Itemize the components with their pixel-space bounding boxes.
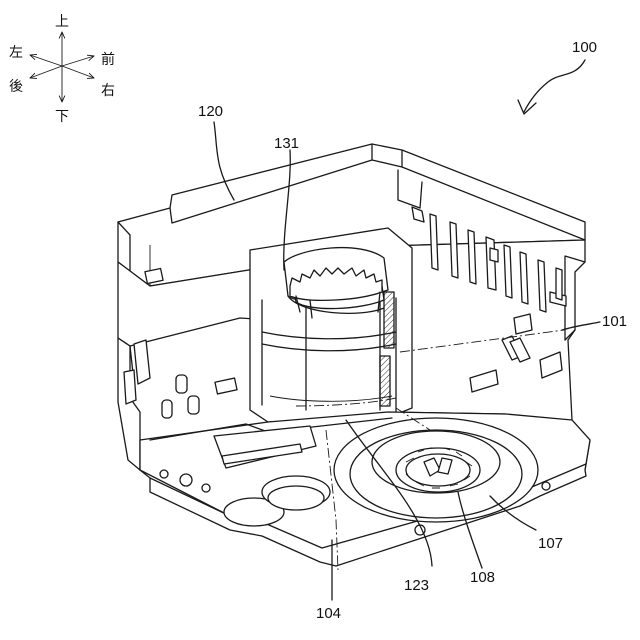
direction-right: 右 — [101, 83, 115, 99]
inner-tab — [514, 314, 532, 334]
direction-left: 左 — [9, 45, 23, 61]
side-rib — [134, 340, 150, 384]
label-gear: 131 — [274, 135, 299, 152]
right-arrow — [62, 66, 94, 78]
back-arrow — [30, 66, 62, 78]
label-base: 101 — [602, 313, 627, 330]
direction-front: 前 — [101, 51, 115, 68]
label-assembly: 100 — [572, 39, 597, 56]
assembly-pointer — [518, 60, 585, 114]
label-housing: 120 — [198, 103, 223, 120]
direction-down: 下 — [55, 109, 69, 125]
screw-hole — [180, 474, 192, 486]
label-hole: 104 — [316, 605, 341, 622]
side-rib — [124, 370, 136, 404]
direction-compass: 上 下 左 後 前 右 — [9, 14, 115, 125]
rotor — [396, 448, 480, 492]
mount-boss — [268, 486, 324, 510]
side-hole — [162, 400, 172, 418]
side-hole — [176, 375, 187, 393]
left-arrow — [30, 55, 62, 66]
label-rotor: 108 — [470, 569, 495, 586]
latch-slot — [215, 378, 237, 394]
front-arrow — [62, 56, 94, 66]
shaft-hatch — [380, 356, 390, 406]
label-disk: 107 — [538, 535, 563, 552]
screw-hole — [202, 484, 210, 492]
screw-hole — [542, 482, 550, 490]
direction-up: 上 — [55, 14, 69, 30]
side-hole — [188, 396, 199, 414]
shaft-hatch — [384, 292, 394, 348]
latch-slot — [145, 268, 163, 283]
screw-hole — [160, 470, 168, 478]
direction-back: 後 — [9, 79, 23, 95]
label-shaft: 123 — [404, 577, 429, 594]
